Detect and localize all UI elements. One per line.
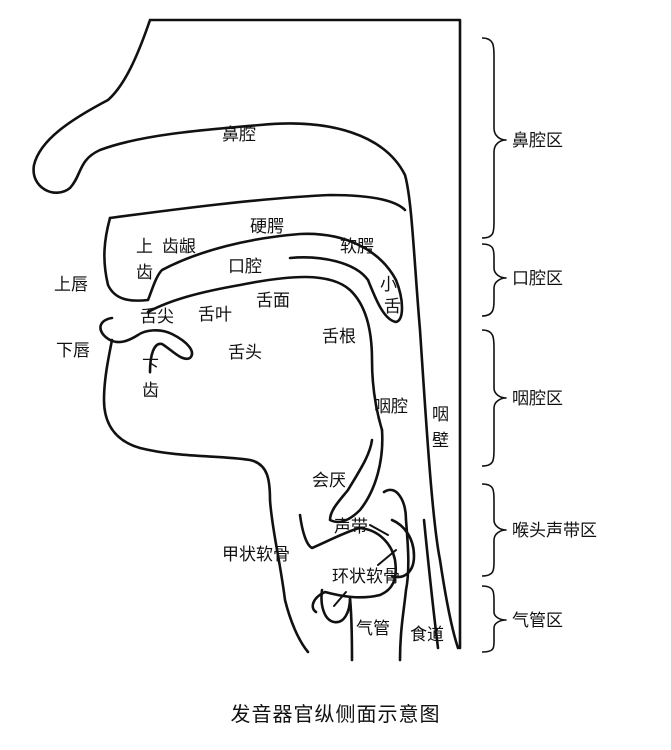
label-tongue-blade: 舌叶: [198, 305, 232, 325]
hard-palate-upper: [108, 193, 407, 220]
region-label-oral: 口腔区: [512, 269, 563, 289]
brace-nasal-region: [481, 37, 507, 239]
label-tongue-root: 舌根: [322, 327, 356, 347]
label-lower-lip: 下唇: [56, 341, 90, 361]
larynx-back: [382, 488, 410, 662]
larynx-front: [298, 513, 398, 614]
cricoid-pointer: [377, 549, 397, 566]
head-outline: [32, 18, 462, 650]
label-upper-lip: 上唇: [54, 275, 88, 295]
label-pharynx-wall-1: 咽: [432, 405, 449, 425]
cricoid-pointer-2: [333, 591, 347, 607]
trachea-wall: [320, 588, 354, 662]
label-cricoid-cartilage: 环状软骨: [332, 567, 400, 587]
region-label-nasal: 鼻腔区: [512, 131, 563, 151]
vocal-fold: [390, 518, 416, 579]
label-alveolar-ridge: 齿龈: [162, 237, 196, 257]
label-oral-cavity: 口腔: [228, 257, 262, 277]
brace-larynx-region: [481, 483, 507, 577]
label-vocal-cords: 声带: [334, 517, 368, 537]
jaw-line: [102, 338, 310, 654]
label-upper-teeth-1: 上: [136, 237, 153, 257]
label-tongue-front: 舌头: [228, 343, 262, 363]
lower-lip: [99, 316, 194, 374]
esophagus-wall: [422, 518, 440, 650]
brace-trachea-region: [481, 585, 507, 653]
label-soft-palate: 软腭: [340, 237, 374, 257]
epiglottis-shape: [328, 428, 384, 524]
region-label-larynx: 喉头声带区: [512, 521, 597, 541]
vocal-cord-pointer: [369, 524, 389, 536]
brace-oral-region: [481, 243, 507, 317]
brace-pharynx-region: [481, 329, 507, 467]
label-upper-teeth-2: 齿: [136, 263, 153, 283]
label-trachea: 气管: [356, 619, 390, 639]
upper-jaw: [103, 216, 404, 324]
label-thyroid-cartilage: 甲状软骨: [222, 545, 290, 565]
label-esophagus: 食道: [410, 625, 444, 645]
label-tongue-surface: 舌面: [256, 291, 290, 311]
label-uvula-1: 小: [380, 275, 397, 295]
figure-caption: 发音器官纵侧面示意图: [230, 702, 441, 726]
label-epiglottis: 会厌: [312, 471, 346, 491]
label-pharynx: 咽腔: [374, 397, 408, 417]
tongue-surface: [146, 275, 384, 432]
region-label-trachea: 气管区: [512, 611, 563, 631]
label-lower-teeth-2: 齿: [142, 381, 159, 401]
label-lower-teeth-1: 下: [142, 357, 159, 377]
label-tongue-tip: 舌尖: [140, 307, 174, 327]
label-hard-palate: 硬腭: [250, 217, 284, 237]
label-nasal-cavity: 鼻腔: [222, 125, 256, 145]
label-uvula-2: 舌: [384, 297, 401, 317]
label-pharynx-wall-2: 壁: [432, 431, 449, 451]
region-label-pharynx: 咽腔区: [512, 389, 563, 409]
